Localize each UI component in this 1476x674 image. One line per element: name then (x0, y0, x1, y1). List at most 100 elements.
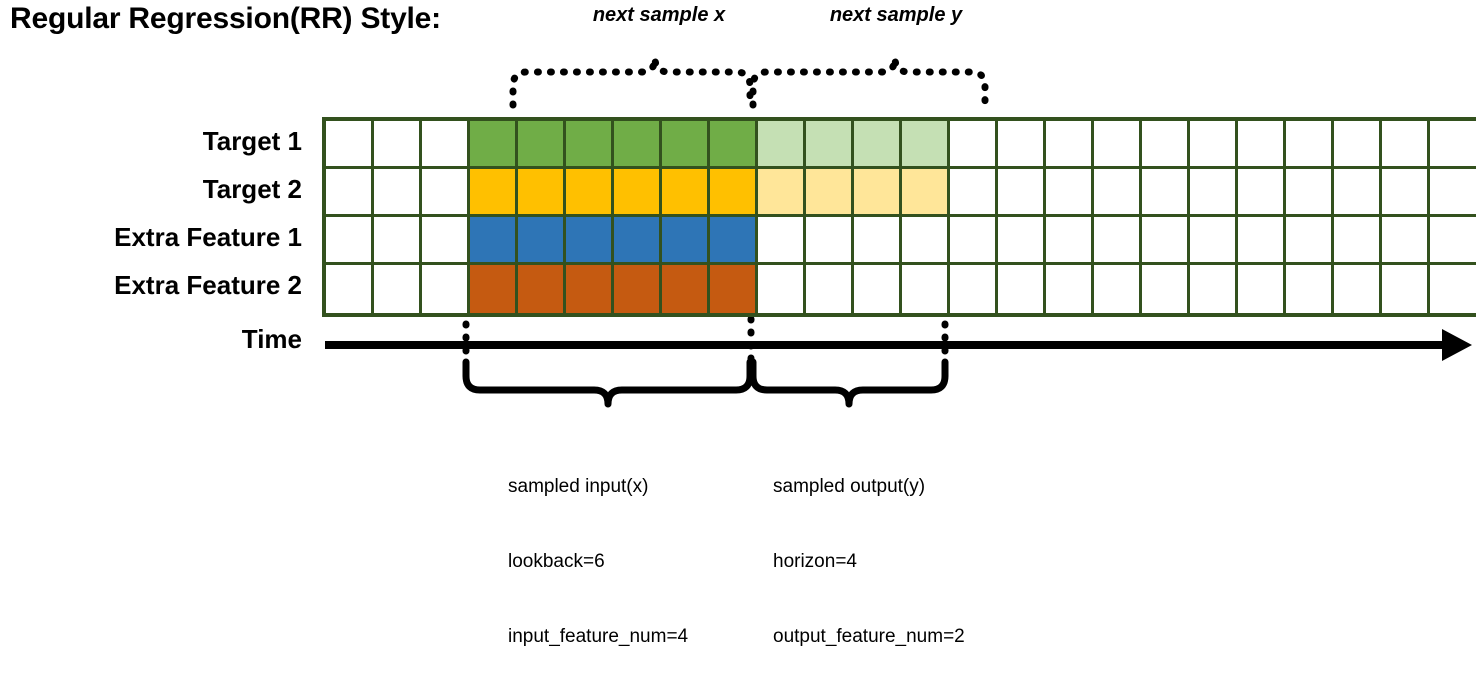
grid-cell (326, 121, 374, 169)
grid-row-extra-feature-2 (326, 265, 1476, 313)
grid-cell (422, 217, 470, 265)
grid-cell (1238, 121, 1286, 169)
grid-cell (1286, 121, 1334, 169)
brace-next-sample-x (509, 57, 754, 109)
grid-cell (566, 265, 614, 313)
grid-row-target-1 (326, 121, 1476, 169)
grid-cell (998, 217, 1046, 265)
caption-output-line-1: sampled output(y) (773, 476, 926, 497)
caption-sampled-input: sampled input(x) lookback=6 input_featur… (508, 424, 688, 674)
grid-cell (518, 217, 566, 265)
grid-cell (422, 169, 470, 217)
grid-cell (902, 217, 950, 265)
grid-cell (566, 169, 614, 217)
grid-cell (1238, 217, 1286, 265)
grid-cell (422, 121, 470, 169)
grid-cell (710, 265, 758, 313)
grid-cell (1190, 121, 1238, 169)
row-label-extra-feature-1: Extra Feature 1 (114, 222, 302, 252)
grid-cell (710, 169, 758, 217)
time-axis-arrow (325, 329, 1472, 361)
grid-cell (1430, 217, 1476, 265)
grid-cell (1094, 169, 1142, 217)
grid-cell (902, 169, 950, 217)
grid-cell (374, 217, 422, 265)
grid-cell (518, 121, 566, 169)
grid-cell (614, 217, 662, 265)
next-sample-y-label: next sample y (829, 4, 963, 26)
grid-cell (662, 217, 710, 265)
grid-cell (1286, 217, 1334, 265)
caption-output-line-3: output_feature_num=2 (773, 626, 965, 647)
grid-cell (1142, 265, 1190, 313)
grid-cell (1382, 169, 1430, 217)
grid-cell (998, 169, 1046, 217)
grid-cell (1094, 217, 1142, 265)
grid-cell (1334, 169, 1382, 217)
grid-cell (614, 265, 662, 313)
brace-next-sample-y (749, 57, 989, 109)
time-axis-arrowhead (1442, 329, 1472, 361)
grid-cell (1142, 121, 1190, 169)
grid-cell (1238, 265, 1286, 313)
grid-cell (710, 217, 758, 265)
grid-cell (1046, 121, 1094, 169)
grid-cell (902, 121, 950, 169)
grid-cell (662, 121, 710, 169)
grid-cell (422, 265, 470, 313)
top-dotted-braces (509, 57, 989, 109)
grid-cell (950, 121, 998, 169)
caption-input-line-3: input_feature_num=4 (508, 626, 689, 647)
grid-cell (1382, 121, 1430, 169)
grid-cell (662, 265, 710, 313)
grid-cell (806, 217, 854, 265)
grid-cell (998, 121, 1046, 169)
timeseries-grid (322, 117, 1476, 317)
grid-cell (1334, 265, 1382, 313)
caption-input-line-2: lookback=6 (508, 551, 605, 572)
grid-cell (1334, 121, 1382, 169)
grid-cell (1382, 217, 1430, 265)
grid-cell (806, 265, 854, 313)
grid-cell (662, 169, 710, 217)
brace-sampled-output (749, 358, 949, 408)
grid-cell (518, 265, 566, 313)
grid-cell (470, 169, 518, 217)
grid-cell (854, 121, 902, 169)
brace-sampled-input (462, 358, 754, 408)
page-title: Regular Regression(RR) Style: (10, 2, 441, 35)
grid-cell (1094, 121, 1142, 169)
caption-sampled-output: sampled output(y) horizon=4 output_featu… (773, 424, 965, 674)
time-axis-label: Time (241, 324, 302, 354)
row-label-target-2: Target 2 (202, 174, 302, 204)
grid-cell (950, 217, 998, 265)
grid-cell (710, 121, 758, 169)
grid-cell (518, 169, 566, 217)
caption-output-line-2: horizon=4 (773, 551, 857, 572)
grid-cell (326, 265, 374, 313)
grid-cell (1190, 217, 1238, 265)
grid-cell (950, 169, 998, 217)
grid-cell (806, 169, 854, 217)
grid-cell (614, 121, 662, 169)
grid-cell (374, 265, 422, 313)
next-sample-x-label: next sample x (592, 4, 726, 26)
grid-cell (470, 265, 518, 313)
grid-cell (1238, 169, 1286, 217)
caption-input-line-1: sampled input(x) (508, 476, 649, 497)
grid-cell (326, 217, 374, 265)
grid-cell (374, 169, 422, 217)
grid-cell (1286, 169, 1334, 217)
grid-cell (1094, 265, 1142, 313)
grid-cell (902, 265, 950, 313)
grid-cell (1190, 265, 1238, 313)
grid-cell (758, 217, 806, 265)
row-label-column: Target 1 Target 2 Extra Feature 1 Extra … (0, 117, 312, 309)
grid-cell (854, 169, 902, 217)
grid-cell (326, 169, 374, 217)
grid-cell (614, 169, 662, 217)
grid-cell (758, 265, 806, 313)
bottom-braces (462, 358, 949, 408)
grid-cell (1430, 169, 1476, 217)
grid-cell (1046, 265, 1094, 313)
